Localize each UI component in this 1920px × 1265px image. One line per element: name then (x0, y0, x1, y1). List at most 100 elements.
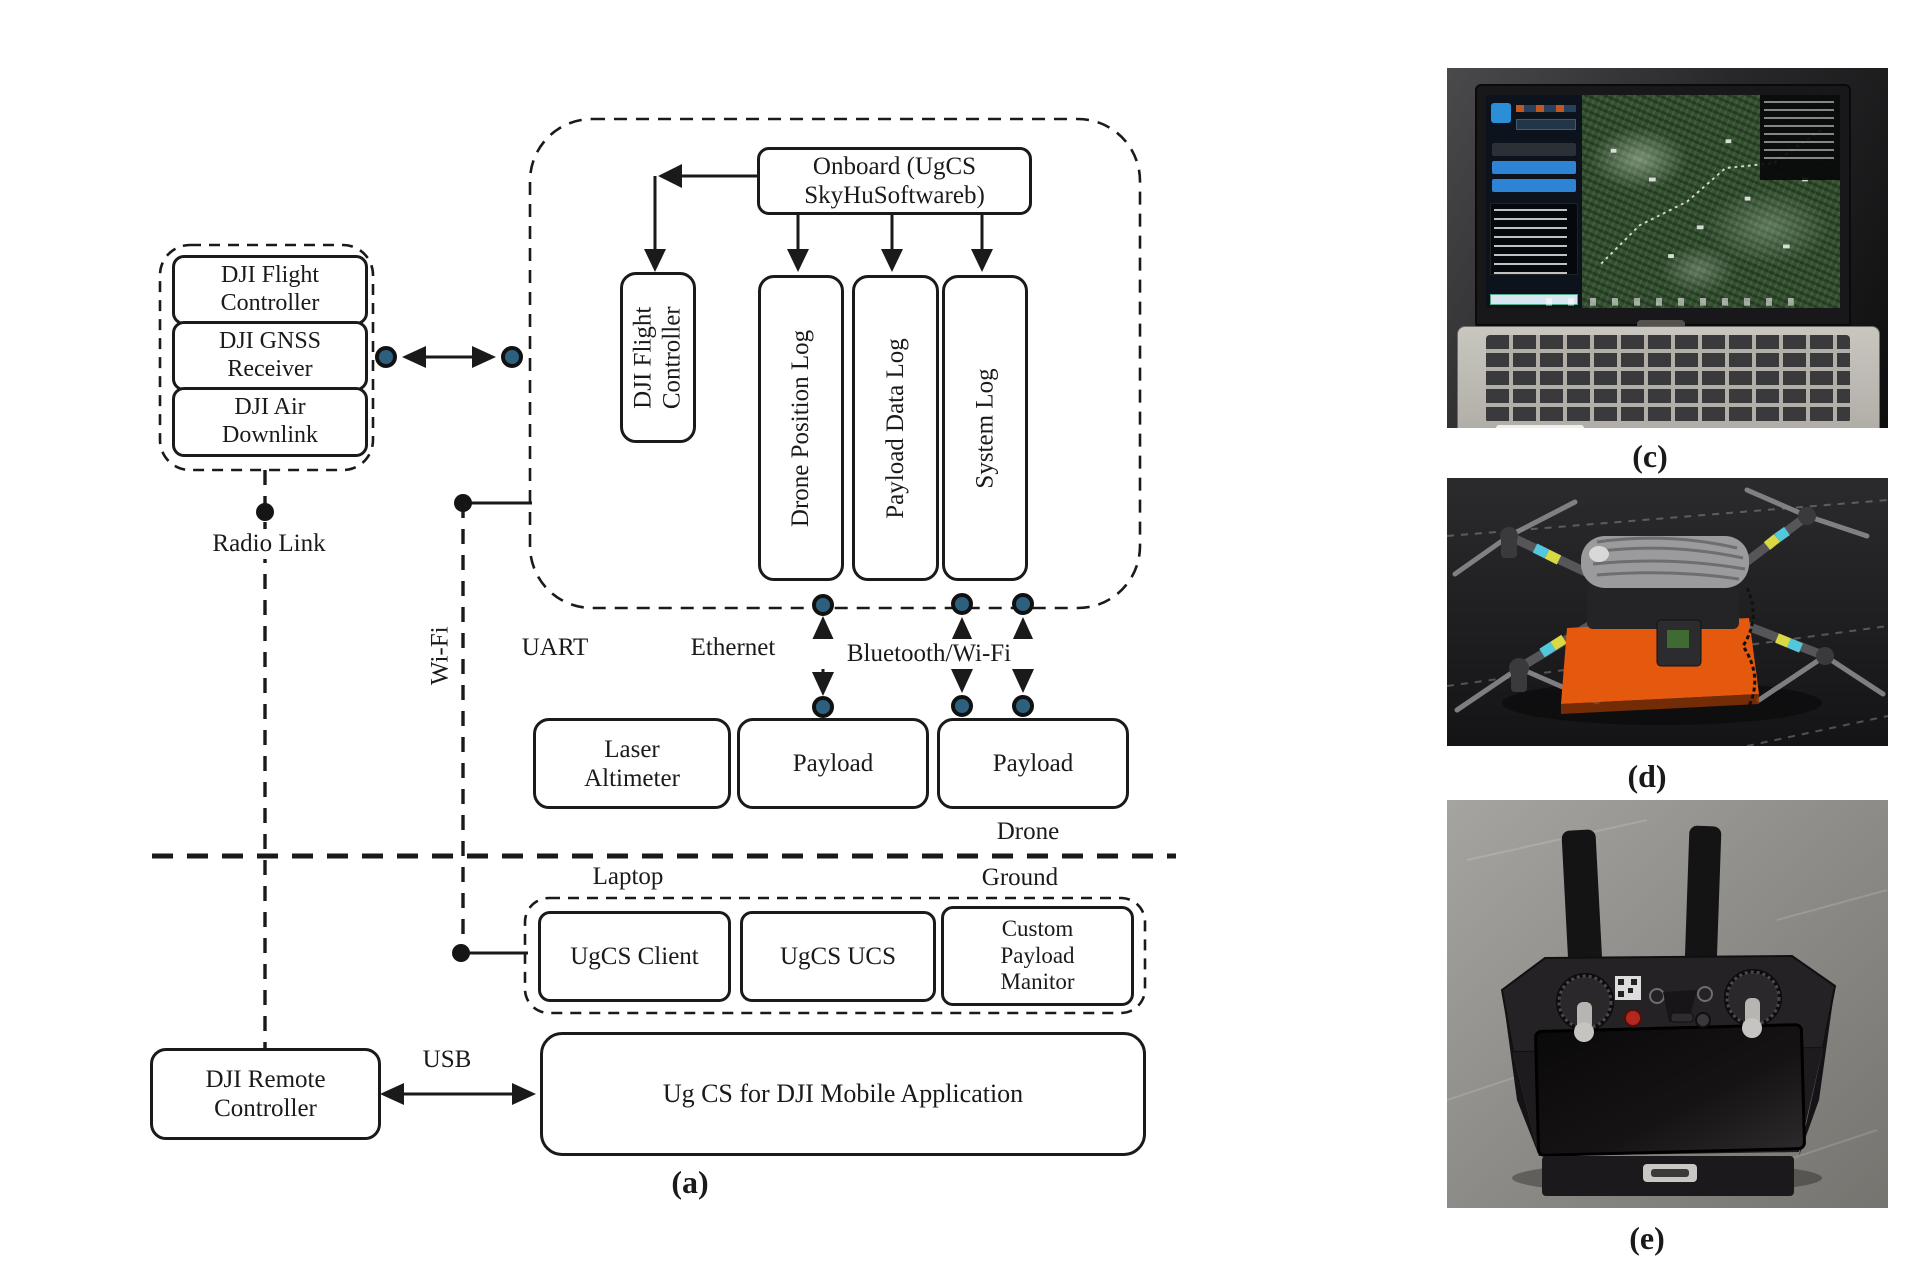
dashed-containers (158, 117, 1147, 1015)
port-dot (1012, 695, 1034, 717)
node-label: Payload (792, 750, 874, 777)
arrow-into-position-log (787, 249, 809, 272)
photo-drone-payload (1447, 478, 1888, 746)
sidebar-button-dark (1492, 143, 1576, 156)
bluetooth-wifi-label: Bluetooth/Wi-Fi (804, 639, 1054, 669)
telemetry-panel (1759, 95, 1840, 181)
cable (1741, 587, 1757, 707)
toggle-switch (1695, 1012, 1711, 1028)
node-payload-data-log: Payload Data Log (852, 275, 939, 581)
laptop-screen (1475, 84, 1851, 326)
node-laser-altimeter: Laser Altimeter (533, 718, 731, 809)
sensor-board (1667, 630, 1689, 648)
arrow-ethernet-down (812, 672, 834, 696)
uart-label: UART (521, 634, 589, 661)
arrow-onboard-elbow-left (658, 164, 682, 188)
spec-sticker (1496, 425, 1584, 428)
node-label-vertical: Payload Data Log (882, 337, 910, 519)
sidebar-button-blue (1492, 161, 1576, 174)
button-icon (1697, 986, 1713, 1002)
sidebar-button-blue (1492, 179, 1576, 192)
node-label: Controller (220, 290, 320, 316)
left-stick (1556, 973, 1614, 1042)
node-mobile-application: Ug CS for DJI Mobile Application (540, 1032, 1146, 1156)
caption-a: (a) (671, 1164, 709, 1200)
node-dji-air-downlink: DJI Air Downlink (172, 387, 368, 457)
node-label: Payload (992, 750, 1074, 777)
motors (1500, 507, 1834, 692)
node-label: Controller (214, 1095, 317, 1122)
connection-dots (256, 346, 1034, 962)
record-button (1624, 1009, 1642, 1027)
node-label: Ug CS for DJI Mobile Application (662, 1078, 1024, 1108)
arrow-bt2-down (1012, 669, 1034, 693)
port-dot (1012, 593, 1034, 615)
arrowheads (380, 164, 1034, 1105)
node-label: Payload (1000, 942, 1075, 968)
controller-illustration (1447, 800, 1888, 1208)
status-row (1516, 105, 1576, 112)
arrow-bt2-up (1012, 617, 1034, 641)
arrow-into-flight-controller (644, 249, 666, 272)
port-dot (812, 696, 834, 718)
node-label: Manitor (1000, 969, 1075, 995)
node-label: Custom (1001, 915, 1074, 941)
port-dot (951, 695, 973, 717)
laptop-keyboard (1486, 335, 1850, 423)
antennas (1561, 825, 1722, 971)
arrow-radio-right (472, 346, 496, 368)
laptop-dashed-container (523, 896, 1147, 1015)
node-ugcs-client: UgCS Client (538, 911, 731, 1002)
ugcs-logo-icon (1491, 103, 1511, 123)
node-payload-left: Payload (737, 718, 929, 809)
node-system-log: System Log (942, 275, 1028, 581)
usb-slot-inner (1651, 1169, 1689, 1177)
qr-pixels (1618, 979, 1637, 997)
caption-c: (c) (1632, 438, 1668, 474)
node-label-vertical: DJI Flight Controller (629, 278, 687, 438)
dji-stack-dashed-container (158, 243, 375, 472)
node-label: Receiver (227, 356, 313, 382)
node-label: DJI Flight (629, 306, 657, 409)
node-payload-right: Payload (937, 718, 1129, 809)
port-dot (501, 346, 523, 368)
node-label: DJI Remote (205, 1066, 326, 1093)
laptop-deck (1457, 326, 1880, 428)
arrow-radio-left (402, 346, 426, 368)
ethernet-label: Ethernet (690, 634, 776, 661)
radio-link-label: Radio Link (192, 529, 346, 559)
port-dot (375, 346, 397, 368)
node-label: Altimeter (584, 764, 680, 792)
caption-e: (e) (1629, 1220, 1665, 1256)
arrow-bt1-up (951, 617, 973, 641)
node-dji-remote-controller: DJI Remote Controller (150, 1048, 381, 1140)
dashed-links (263, 470, 465, 1048)
laptop-screen-content (1486, 95, 1840, 308)
canopy-ribs (1592, 536, 1746, 581)
message-log (1490, 203, 1578, 275)
node-drone-position-log: Drone Position Log (758, 275, 844, 581)
caption-d: (d) (1627, 758, 1667, 794)
ground-zone-label: Ground (981, 864, 1059, 891)
node-custom-payload-monitor: Custom Payload Manitor (941, 906, 1134, 1006)
laptop-hinge (1637, 320, 1685, 330)
photo-remote-controller (1447, 800, 1888, 1208)
node-label-vertical: System Log (971, 367, 999, 489)
drone-illustration (1447, 478, 1888, 746)
arm-tape-bands (1532, 526, 1803, 658)
node-label: Controller (658, 306, 685, 409)
route-dropdown (1516, 119, 1576, 130)
drone-body (1587, 581, 1739, 629)
photo-laptop-ugcs (1447, 68, 1888, 428)
port-dot (951, 593, 973, 615)
arrow-ethernet-up (812, 616, 834, 640)
node-ugcs-ucs: UgCS UCS (740, 911, 936, 1002)
node-label: Onboard (UgCS (812, 153, 977, 180)
windows-taskbar (1486, 294, 1840, 308)
wifi-junction-dot-top (454, 494, 472, 512)
wifi-junction-dot-bottom (452, 944, 470, 962)
arrow-bt1-down (951, 669, 973, 693)
canopy-headlight (1589, 546, 1609, 562)
node-onboard-flight-controller: DJI Flight Controller (620, 272, 696, 443)
